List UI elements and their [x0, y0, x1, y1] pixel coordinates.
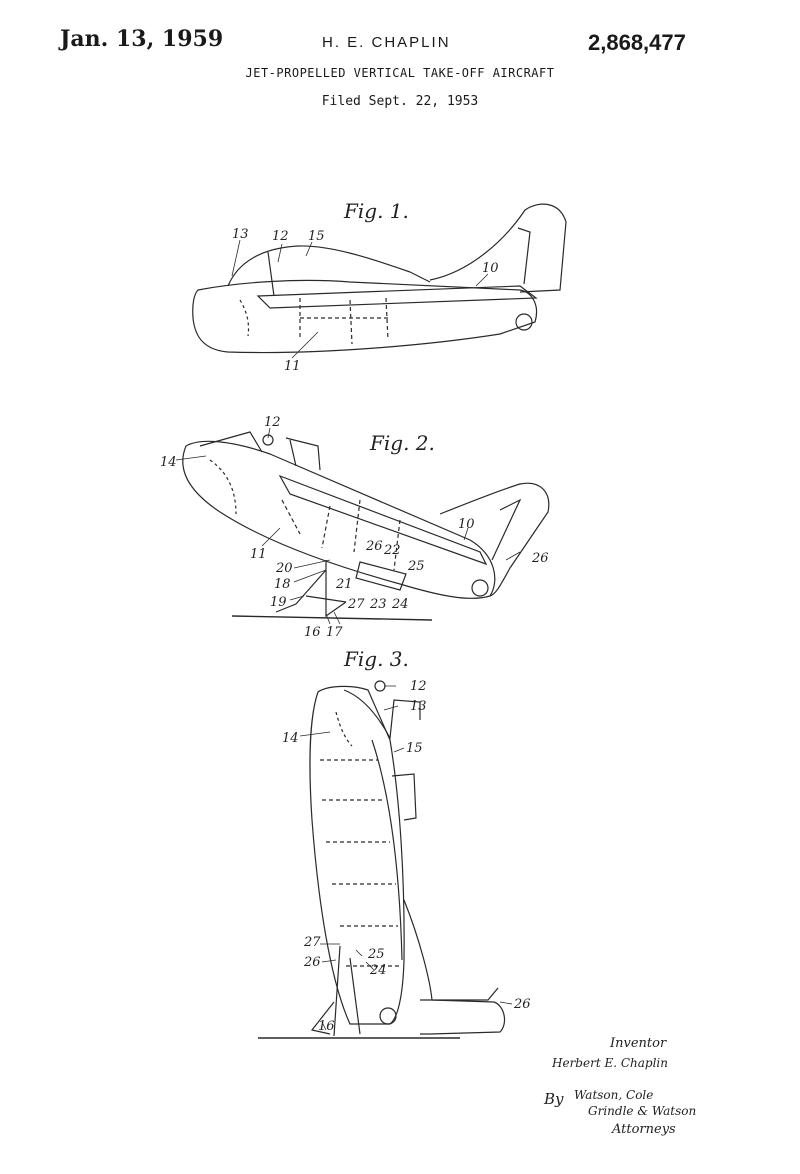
fig1-label-10: 10 [482, 261, 499, 276]
fig2-seat [262, 434, 274, 446]
patent-date: Jan. 13, 1959 [60, 26, 224, 52]
fig2-label-18: 18 [274, 577, 291, 592]
fig3-label-13: 13 [410, 699, 427, 714]
fig2-label-22: 22 [383, 543, 401, 558]
fig2-landing-gear [275, 560, 347, 618]
fig2-label-10: 10 [458, 517, 475, 532]
attorney-firm-line2: Grindle & Watson [588, 1104, 697, 1118]
fig3-label-26: 26 [303, 955, 321, 970]
fig3-label-24: 24 [369, 963, 387, 978]
inventor-signature: Herbert E. Chaplin [552, 1056, 668, 1070]
filed-date: Filed Sept. 22, 1953 [321, 94, 479, 109]
inventor-heading: Inventor [610, 1036, 667, 1051]
fig1-label-11: 11 [284, 359, 301, 374]
fig2-engine-bay [281, 499, 401, 571]
fig3-label-14: 14 [282, 731, 299, 746]
fig3-landing-gear [310, 945, 361, 1037]
fig2-fin-edge [491, 498, 522, 561]
fig3-caption: Fig. 3. [343, 647, 409, 671]
fig2-label-26: 26 [365, 539, 383, 554]
fig2-gear-bay [355, 561, 407, 591]
fig1-tail [429, 203, 567, 293]
fig1-cockpit-line [267, 251, 275, 297]
fig3-label-12: 12 [410, 679, 427, 694]
patent-title: JET-PROPELLED VERTICAL TAKE-OFF AIRCRAFT [245, 66, 555, 80]
fig2-label-19: 19 [270, 595, 287, 610]
fig2-wing [278, 474, 488, 566]
fig1-canopy [227, 245, 431, 287]
fig3-label-26b: 26 [513, 997, 531, 1012]
patent-number: 2,868,477 [588, 30, 686, 55]
fig2-cockpit [285, 437, 321, 471]
fig2-caption: Fig. 2. [369, 431, 435, 455]
fig3-intake [335, 711, 353, 747]
fig2-label-20: 20 [275, 561, 293, 576]
fig1-fuselage [192, 279, 538, 354]
fig1-wing [256, 285, 538, 309]
fig2-nozzle [471, 579, 489, 597]
fig2-label-26b: 26 [531, 551, 549, 566]
fig3-wing-edge [371, 739, 403, 961]
fig2-tail [439, 482, 550, 597]
attorney-firm-line1: Watson, Cole [574, 1088, 654, 1102]
fig1-engine-bay [299, 297, 390, 345]
by-label: By [544, 1090, 564, 1108]
fig2-label-14: 14 [160, 455, 177, 470]
fig3-airbrake [391, 773, 417, 821]
fig2-label-27: 27 [347, 597, 365, 612]
fig2-canopy [199, 431, 263, 453]
fig2-label-16: 16 [304, 625, 321, 640]
fig3-canopy [343, 689, 421, 740]
fig1-label-13: 13 [232, 227, 249, 242]
fig3-tailplane [420, 987, 499, 1001]
fig2-label-17: 17 [326, 625, 343, 640]
fig2-label-11: 11 [250, 547, 267, 562]
fig2-label-21: 21 [335, 577, 353, 592]
fig1-fin-edge [517, 227, 531, 285]
fig3-label-27: 27 [303, 935, 321, 950]
fig2-label-24: 24 [391, 597, 409, 612]
attorneys-label: Attorneys [612, 1122, 676, 1137]
fig1-label-12: 12 [272, 229, 289, 244]
fig3-seat [374, 680, 386, 692]
fig1-caption: Fig. 1. [343, 199, 409, 223]
fig3-label-16: 16 [318, 1019, 335, 1034]
figure-1: Fig. 1. 13 12 15 10 11 [192, 199, 567, 374]
fig2-label-23: 23 [369, 597, 387, 612]
fig2-fuselage [182, 440, 496, 599]
fig2-label-25: 25 [407, 559, 425, 574]
figure-2: Fig. 2. 12 14 11 20 18 19 26 22 25 21 27… [160, 415, 550, 640]
fig2-intake [209, 459, 237, 515]
fig3-tail [403, 899, 506, 1035]
fig3-engine-bay [320, 759, 400, 967]
fig3-label-15: 15 [406, 741, 423, 756]
figure-3: Fig. 3. 12 13 14 15 27 25 26 24 16 26 [258, 647, 531, 1039]
fig2-ground-line [231, 615, 433, 621]
fig3-label-25: 25 [367, 947, 385, 962]
inventor-name: H. E. CHAPLIN [322, 34, 451, 51]
fig2-label-12: 12 [264, 415, 281, 430]
fig3-nozzle [379, 1007, 397, 1025]
fig1-nozzle [515, 313, 533, 331]
fig1-label-15: 15 [308, 229, 325, 244]
fig1-intake [239, 299, 250, 337]
